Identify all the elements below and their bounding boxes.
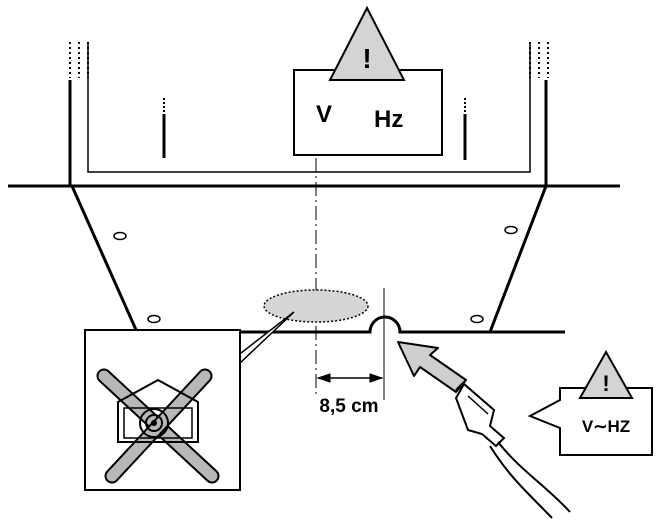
plug-warning-triangle-icon: ! [578, 349, 634, 399]
no-hob-icon [96, 368, 220, 484]
rating-plate-frequency: Hz [374, 106, 403, 133]
inner-posts [162, 98, 467, 160]
svg-text:!: ! [602, 371, 609, 396]
plug-callout: V∼HZ [527, 387, 653, 456]
warning-triangle-icon: ! [328, 5, 406, 81]
no-hob-zone [263, 289, 369, 323]
power-plug-icon [454, 381, 571, 519]
rating-plate-voltage: V [316, 101, 332, 128]
cabinet-walls [68, 42, 549, 186]
insertion-arrow-icon [397, 341, 467, 393]
dimension-marker [316, 373, 384, 383]
no-hob-box [84, 329, 241, 491]
rating-plate [293, 69, 443, 156]
svg-text:!: ! [362, 43, 371, 74]
dimension-label: 8,5 cm [319, 396, 378, 417]
plug-callout-label: V∼HZ [582, 417, 630, 436]
